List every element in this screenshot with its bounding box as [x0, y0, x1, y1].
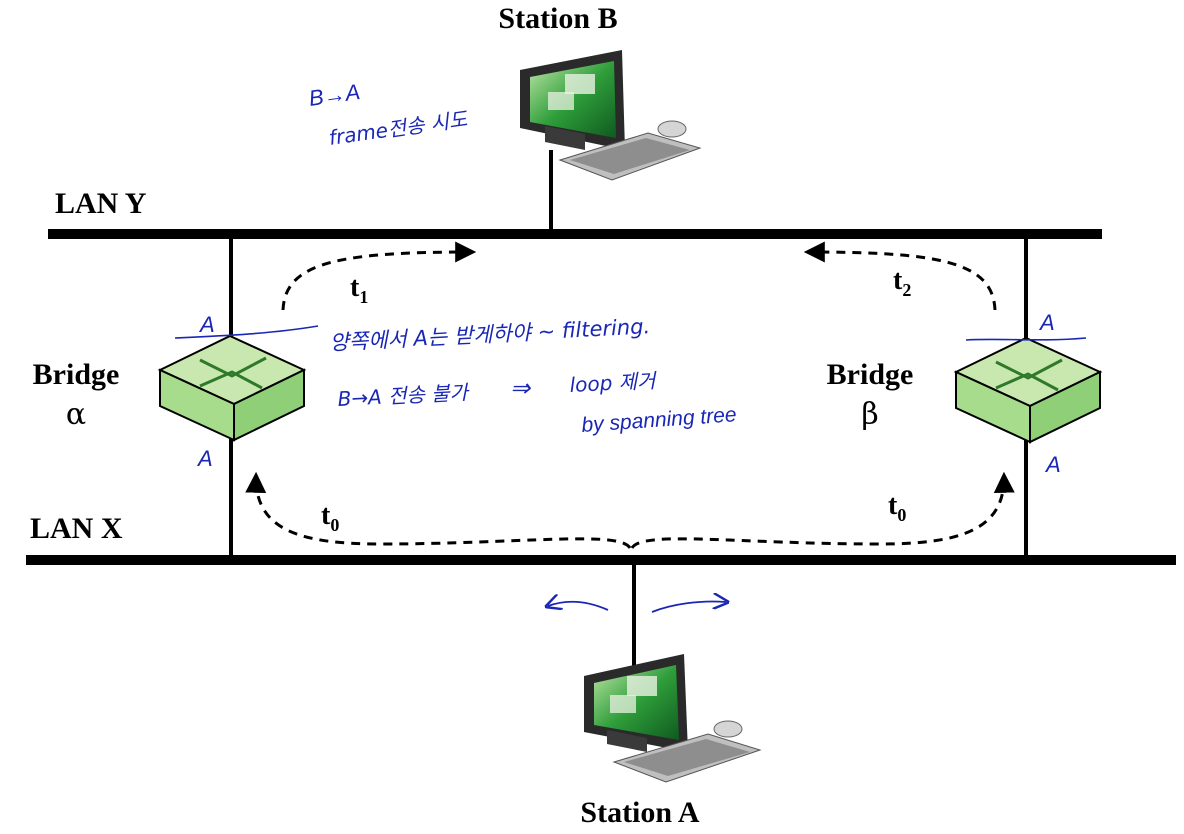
bridge-alpha-symbol: α — [66, 397, 86, 432]
bridge-alpha-icon — [157, 334, 307, 442]
note-alpha-top-a: A — [198, 312, 215, 337]
bridge-beta-symbol: β — [861, 397, 878, 432]
note-center-line3: loop 제거 — [569, 368, 658, 397]
bridge-beta-label: Bridge — [827, 358, 914, 391]
station-a-label: Station A — [580, 796, 700, 829]
t2-label: t2 — [893, 265, 911, 300]
note-beta-bottom-a: A — [1044, 452, 1061, 477]
note-right-arrow — [651, 601, 726, 613]
note-b-to-a-line1: B→A — [307, 79, 361, 111]
bridge-beta-icon — [953, 336, 1103, 444]
t0-right-dashed-arrow — [630, 471, 1015, 549]
t2-dashed-arrow — [803, 241, 997, 311]
bridge-alpha-label: Bridge — [33, 358, 120, 391]
bridge-beta-strike-mark — [965, 337, 1087, 341]
bridge-alpha-strike-mark — [174, 325, 319, 339]
station-a-computer-icon — [584, 654, 762, 783]
note-b-to-a-line2: frame전송 시도 — [327, 107, 470, 150]
note-beta-top-a: A — [1038, 310, 1055, 335]
t1-dashed-arrow — [281, 241, 477, 311]
lan-x-label: LAN X — [30, 512, 123, 545]
note-left-arrow — [548, 602, 609, 611]
lan-y-label: LAN Y — [55, 187, 147, 220]
t0-left-label: t0 — [321, 500, 339, 535]
note-center-line1: 양쪽에서 A는 받게하야 ~ filtering. — [329, 314, 651, 355]
t0-left-dashed-arrow — [245, 471, 632, 549]
note-center-line4: by spanning tree — [581, 403, 738, 437]
note-center-line2: B→A 전송 불가 — [337, 380, 471, 411]
note-center-arrow: ⇒ — [510, 375, 531, 402]
station-b-label: Station B — [498, 2, 617, 35]
t0-right-label: t0 — [888, 490, 906, 525]
station-b-computer-icon — [520, 50, 702, 181]
t1-label: t1 — [350, 272, 368, 307]
note-alpha-bottom-a: A — [196, 446, 213, 471]
